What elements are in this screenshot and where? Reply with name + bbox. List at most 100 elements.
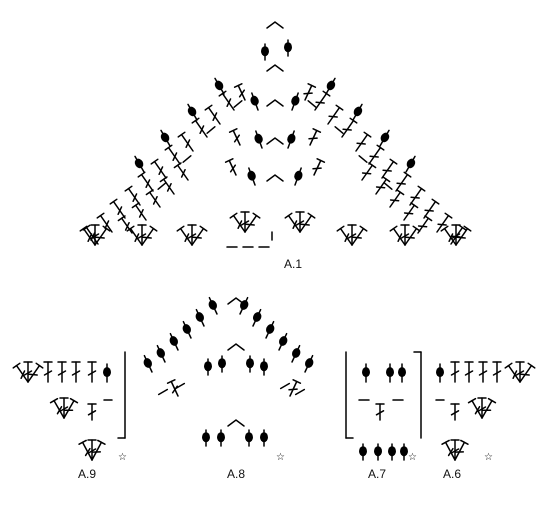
puff-stitch-symbol bbox=[398, 363, 406, 383]
stitch-crossbar bbox=[447, 447, 454, 457]
puff-stitch-symbol bbox=[156, 344, 166, 363]
double-crochet-symbol bbox=[481, 397, 497, 419]
stitch-crossbar bbox=[347, 233, 357, 239]
stitch-top bbox=[79, 225, 88, 232]
stitch-crossbar bbox=[238, 89, 246, 98]
puff-bulb bbox=[294, 170, 303, 181]
stitch-crossbar bbox=[451, 233, 461, 239]
stitch-top bbox=[463, 225, 472, 232]
stitch-stem bbox=[63, 399, 75, 419]
stitch-stem bbox=[404, 227, 418, 246]
double-crochet-symbol bbox=[295, 211, 305, 233]
stitch-crossbar bbox=[134, 233, 140, 243]
puff-bulb bbox=[400, 446, 408, 457]
puff-bulb bbox=[250, 95, 259, 106]
double-crochet-symbol bbox=[63, 397, 79, 419]
double-crochet-symbol bbox=[166, 379, 179, 397]
start-star-symbol: ☆ bbox=[118, 452, 127, 463]
chain-symbol bbox=[206, 126, 216, 134]
stitch-top bbox=[527, 362, 536, 369]
chain-symbol bbox=[157, 182, 167, 190]
puff-stitch-symbol bbox=[294, 167, 303, 186]
stitch-crossbar bbox=[512, 370, 518, 380]
double-crochet-symbol bbox=[49, 397, 65, 419]
stitch-crossbar bbox=[396, 182, 406, 185]
puff-bulb bbox=[291, 348, 301, 358]
puff-stitch-symbol bbox=[374, 443, 382, 461]
stitch-crossbar bbox=[342, 128, 352, 131]
double-crochet-symbol bbox=[173, 162, 189, 181]
puff-bulb bbox=[214, 80, 224, 91]
puff-stitch-symbol bbox=[103, 363, 111, 383]
double-crochet-symbol bbox=[395, 171, 412, 192]
puff-bulb bbox=[362, 367, 370, 378]
double-crochet-symbol bbox=[375, 176, 391, 195]
stitch-top bbox=[96, 212, 105, 219]
stitch-top bbox=[69, 397, 79, 404]
puff-stitch-symbol bbox=[143, 354, 153, 373]
stitch-stem bbox=[436, 214, 450, 233]
puff-bulb bbox=[260, 361, 268, 372]
double-crochet-symbol bbox=[187, 224, 197, 246]
stitch-top bbox=[224, 158, 234, 163]
stitch-stem bbox=[153, 160, 167, 179]
double-crochet-symbol bbox=[455, 225, 472, 246]
puff-stitch-symbol bbox=[260, 429, 268, 447]
stitch-stem bbox=[443, 227, 457, 246]
stitch-top bbox=[229, 212, 238, 219]
stitch-crossbar bbox=[303, 92, 313, 95]
stitch-stem bbox=[381, 160, 395, 179]
double-crochet-symbol bbox=[327, 104, 344, 125]
puff-stitch-symbol bbox=[195, 308, 205, 327]
stitch-stem bbox=[162, 178, 175, 195]
stitch-crossbar bbox=[237, 220, 243, 230]
stitch-crossbar bbox=[117, 206, 123, 216]
stitch-crossbar bbox=[520, 373, 530, 376]
stitch-top bbox=[166, 379, 176, 384]
stitch-crossbar bbox=[23, 370, 33, 376]
double-crochet-symbol bbox=[78, 439, 93, 461]
stitch-stem bbox=[392, 227, 406, 246]
start-star-symbol: ☆ bbox=[276, 452, 285, 463]
double-crochet-symbol bbox=[368, 144, 385, 165]
stitch-stem bbox=[85, 226, 99, 245]
double-crochet-symbol bbox=[451, 224, 461, 246]
stitch-stem bbox=[99, 214, 113, 233]
stitch-top bbox=[441, 439, 450, 445]
stitch-stem bbox=[287, 214, 301, 233]
puff-bulb bbox=[261, 46, 269, 57]
stitch-stem bbox=[207, 106, 221, 125]
chain-dash bbox=[307, 100, 317, 108]
puff-bulb bbox=[169, 336, 179, 346]
chain-dash bbox=[358, 155, 368, 163]
puff-stitch-symbol bbox=[265, 320, 275, 339]
stitch-stem bbox=[15, 364, 29, 383]
double-crochet-symbol bbox=[23, 361, 33, 383]
double-crochet-symbol bbox=[233, 83, 246, 101]
stitch-crossbar bbox=[464, 370, 474, 376]
stitch-stem bbox=[455, 227, 469, 246]
chain-dash bbox=[279, 382, 291, 390]
puff-bulb bbox=[103, 367, 111, 378]
stitch-stem bbox=[444, 441, 456, 461]
double-crochet-symbol bbox=[27, 362, 44, 383]
double-crochet-symbol bbox=[299, 212, 316, 233]
double-crochet-symbol bbox=[417, 215, 433, 234]
stitch-stem bbox=[454, 441, 466, 461]
stitch-crossbar bbox=[20, 370, 26, 380]
double-crochet-symbol bbox=[400, 224, 410, 246]
stitch-crossbar bbox=[87, 410, 97, 416]
stitch-top bbox=[458, 224, 467, 231]
chain-symbol bbox=[307, 100, 317, 108]
stitch-stem bbox=[327, 106, 341, 125]
stitch-top bbox=[382, 176, 391, 183]
puff-stitch-symbol bbox=[386, 363, 394, 383]
stitch-crossbar bbox=[477, 406, 487, 412]
puff-stitch-symbol bbox=[436, 363, 444, 383]
puff-stitch-symbol bbox=[359, 443, 367, 461]
stitch-crossbar bbox=[474, 405, 481, 415]
double-crochet-symbol bbox=[94, 225, 111, 246]
stitch-crossbar bbox=[180, 168, 186, 178]
double-crochet-symbol bbox=[150, 158, 167, 179]
